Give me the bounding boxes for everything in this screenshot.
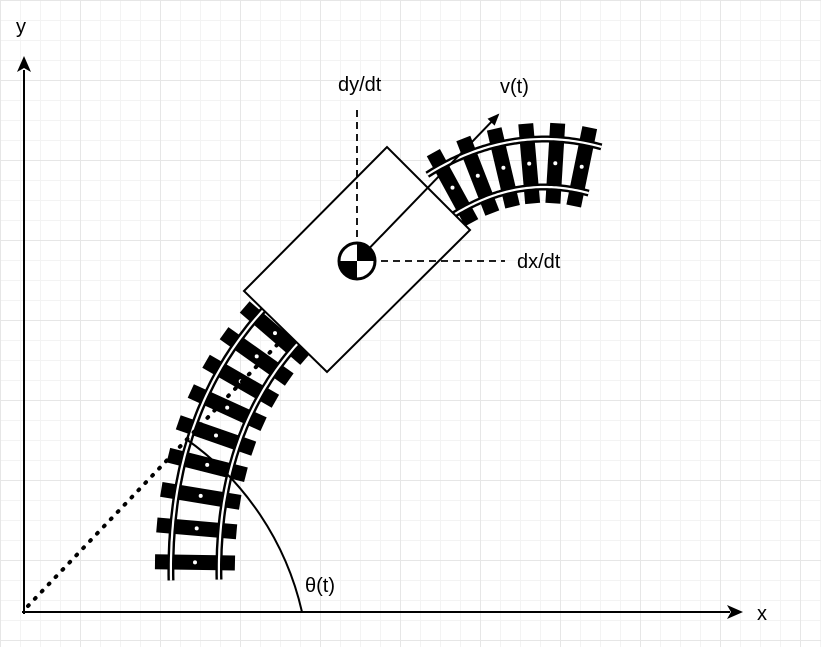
lower-track-tie-bolt bbox=[254, 354, 259, 359]
lower-track-tie-bolt bbox=[225, 405, 230, 410]
upper-track-tie-bolt bbox=[450, 185, 455, 190]
dy-dt-label: dy/dt bbox=[338, 74, 382, 96]
upper-track-tie-bolt bbox=[475, 173, 480, 178]
dx-dt-label: dx/dt bbox=[517, 251, 561, 273]
y-axis-label: y bbox=[16, 16, 26, 38]
lower-track-tie-bolt bbox=[194, 526, 199, 531]
lower-track-rail-core bbox=[169, 304, 269, 581]
theta-label: θ(t) bbox=[305, 575, 335, 597]
lower-track-tie-bolt bbox=[214, 433, 218, 438]
upper-track-tie-bolt bbox=[579, 164, 584, 169]
railway-track bbox=[154, 122, 603, 581]
heading-dotted-line bbox=[26, 259, 359, 608]
x-axis-arrowhead bbox=[727, 605, 743, 619]
y-axis-arrowhead bbox=[17, 56, 31, 72]
upper-track-tie-bolt bbox=[527, 161, 532, 166]
lower-track-tie-bolt bbox=[205, 462, 210, 467]
upper-track-tie-bolt bbox=[501, 165, 506, 170]
lower-track-tie-bolt bbox=[273, 331, 277, 336]
center-of-mass-icon bbox=[337, 241, 377, 281]
lower-track-tie-bolt bbox=[193, 560, 197, 565]
upper-track-rail-core bbox=[452, 185, 589, 217]
lower-track-rail-core bbox=[217, 337, 304, 580]
lower-track-tie-bolt bbox=[198, 493, 203, 498]
theta-angle-arc bbox=[185, 438, 303, 613]
velocity-label: v(t) bbox=[500, 76, 529, 98]
x-axis-label: x bbox=[757, 603, 767, 625]
velocity-vector-arrow bbox=[356, 113, 500, 262]
upper-track-tie-bolt bbox=[553, 161, 558, 166]
